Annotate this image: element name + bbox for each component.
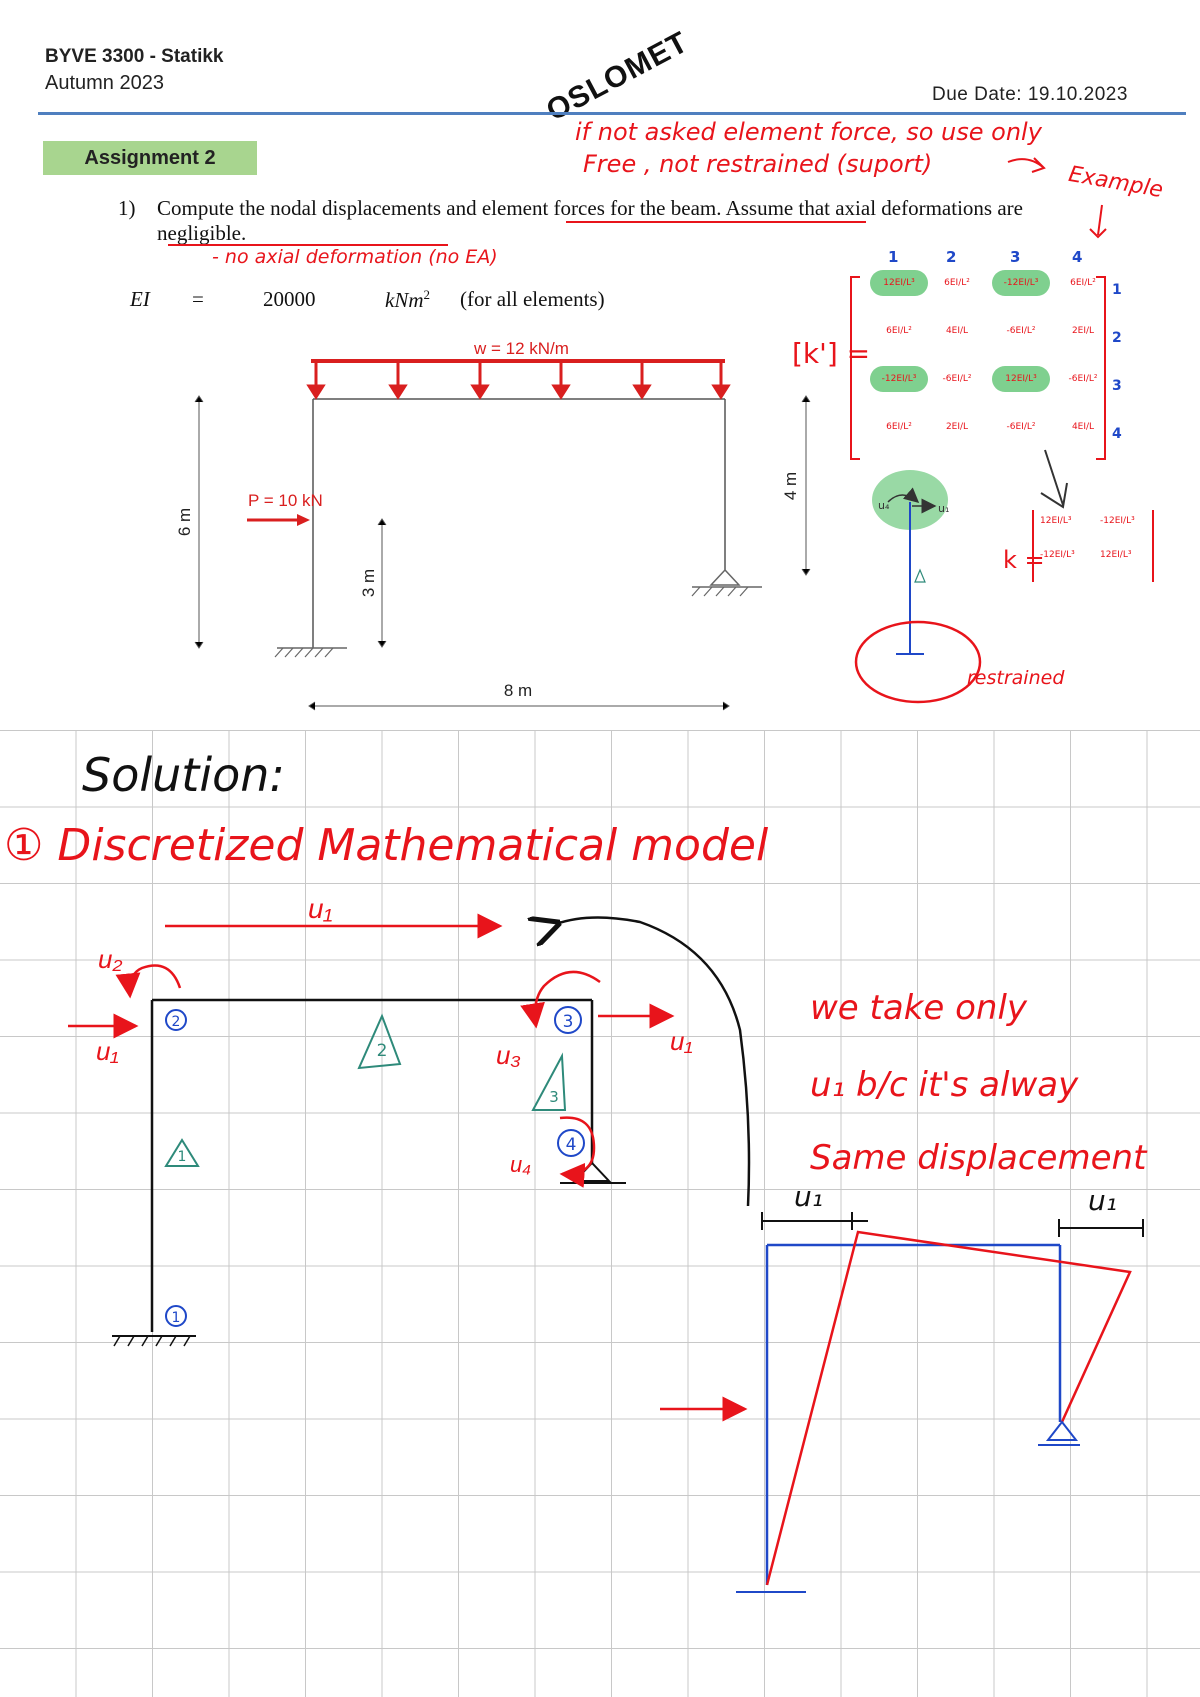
matrix-bracket-left xyxy=(850,276,860,460)
matrix-cell: -6EI/L² xyxy=(1006,326,1036,336)
span-label: 8 m xyxy=(504,681,532,700)
matrix-col-header: 1 xyxy=(888,248,899,266)
matrix-cell: 12EI/L³ xyxy=(992,366,1050,392)
ei-value: 20000 xyxy=(263,287,316,311)
ei-note: (for all elements) xyxy=(460,287,605,311)
matrix-cell: -6EI/L² xyxy=(1068,374,1098,384)
solution-title: Solution: xyxy=(82,748,285,802)
matrix-cell: 6EI/L² xyxy=(886,422,912,432)
dof-u1-right: u₁ xyxy=(670,1026,693,1056)
note-line-1: if not asked element force, so use only xyxy=(575,118,1042,146)
shape-u1-left: u₁ xyxy=(794,1180,823,1213)
svg-text:2: 2 xyxy=(377,1041,388,1061)
example-u4: u₄ xyxy=(878,499,890,512)
grid-paper xyxy=(0,730,1200,1697)
matrix-col-header: 2 xyxy=(946,248,957,266)
note-no-axial: - no axial deformation (no EA) xyxy=(212,246,498,268)
matrix-row-header: 1 xyxy=(1112,282,1122,298)
reduced-cell: 12EI/L³ xyxy=(1100,550,1132,560)
matrix-row-header: 2 xyxy=(1112,330,1122,346)
matrix-cell: 12EI/L³ xyxy=(870,270,928,296)
note-line-2: Free , not restrained (suport) xyxy=(583,150,933,178)
matrix-col-header: 3 xyxy=(1010,248,1021,266)
height-left-label: 6 m xyxy=(175,508,194,536)
note-solution-2: u₁ b/c it's alway xyxy=(810,1065,1079,1105)
matrix-cell: 4EI/L xyxy=(1071,422,1095,432)
dof-u3: u₃ xyxy=(496,1040,521,1070)
stiffness-matrix: 1 2 3 4 1 2 3 4 12EI/L³ 6EI/L² -12EI/L³ 6EI/L² 6EI/L… xyxy=(850,248,1122,460)
matrix-cell: -12EI/L³ xyxy=(870,366,928,392)
matrix-label: [k'] = xyxy=(792,337,871,370)
ei-symbol: EI xyxy=(130,287,150,311)
ei-unit: kNm2 xyxy=(385,287,430,312)
matrix-cell: -12EI/L³ xyxy=(992,270,1050,296)
dof-u4: u₄ xyxy=(510,1152,531,1177)
reduced-cell: -12EI/L³ xyxy=(1100,516,1135,526)
height-right-label: 4 m xyxy=(781,472,800,500)
svg-text:3: 3 xyxy=(549,1088,559,1106)
matrix-col-header: 4 xyxy=(1072,248,1083,266)
svg-text:1: 1 xyxy=(172,1310,181,1326)
k-label: k = xyxy=(1003,546,1045,574)
matrix-cell: 6EI/L² xyxy=(944,278,970,288)
svg-text:4: 4 xyxy=(566,1135,577,1155)
reduced-matrix: 12EI/L³ -12EI/L³ -12EI/L³ 12EI/L³ xyxy=(1032,510,1154,582)
frame-figure: w = 12 kN/m P = 10 kN 6 m 3 m 4 m 8 m xyxy=(175,339,811,711)
matrix-cell: 4EI/L xyxy=(945,326,969,336)
example-element: u₄ u₁ xyxy=(854,449,1068,704)
dof-u2: u₂ xyxy=(98,944,122,974)
load-w-label: w = 12 kN/m xyxy=(473,339,569,358)
svg-text:2: 2 xyxy=(172,1014,181,1030)
restrained-label: restrained xyxy=(967,667,1065,689)
note-solution-3: Same displacement xyxy=(810,1138,1147,1178)
dof-u1-left: u₁ xyxy=(96,1036,119,1066)
course-term: Autumn 2023 xyxy=(45,72,164,94)
matrix-cell: 2EI/L xyxy=(945,422,969,432)
matrix-row-header: 4 xyxy=(1112,426,1122,442)
header-rule xyxy=(38,112,1186,115)
question-number: 1) xyxy=(118,196,136,220)
matrix-cell: -6EI/L² xyxy=(942,374,972,384)
assignment-badge: Assignment 2 xyxy=(43,141,257,175)
dof-u1-top: u₁ xyxy=(308,893,333,924)
reduced-cell: -12EI/L³ xyxy=(1040,550,1075,560)
annotation-underlines xyxy=(168,157,1107,246)
due-date: Due Date: 19.10.2023 xyxy=(932,84,1128,105)
height-p-label: 3 m xyxy=(359,569,378,597)
matrix-row-header: 3 xyxy=(1112,378,1122,394)
deflected-shape: u₁ u₁ xyxy=(736,1180,1144,1593)
example-u1: u₁ xyxy=(938,502,949,515)
solution-step: ① Discretized Mathematical model xyxy=(4,820,769,871)
question-text: Compute the nodal displacements and elem… xyxy=(157,196,1023,245)
matrix-cell: 6EI/L² xyxy=(886,326,912,336)
matrix-cell: 2EI/L xyxy=(1071,326,1095,336)
distributed-load-arrows xyxy=(306,361,731,400)
matrix-cell: 6EI/L² xyxy=(1070,278,1096,288)
load-p-label: P = 10 kN xyxy=(248,491,323,510)
svg-text:3: 3 xyxy=(563,1012,574,1032)
reduced-cell: 12EI/L³ xyxy=(1040,516,1072,526)
discretized-model: 1 2 3 4 1 2 3 u₁ u₂ u₁ u₁ u₃ u₄ xyxy=(68,893,751,1422)
shape-u1-right: u₁ xyxy=(1088,1184,1117,1217)
note-solution-1: we take only xyxy=(810,988,1028,1028)
ei-equals: = xyxy=(192,287,204,311)
course-title: BYVE 3300 - Statikk xyxy=(45,46,224,67)
matrix-cell: -6EI/L² xyxy=(1006,422,1036,432)
svg-text:1: 1 xyxy=(178,1149,187,1165)
matrix-bracket-right xyxy=(1096,276,1106,460)
